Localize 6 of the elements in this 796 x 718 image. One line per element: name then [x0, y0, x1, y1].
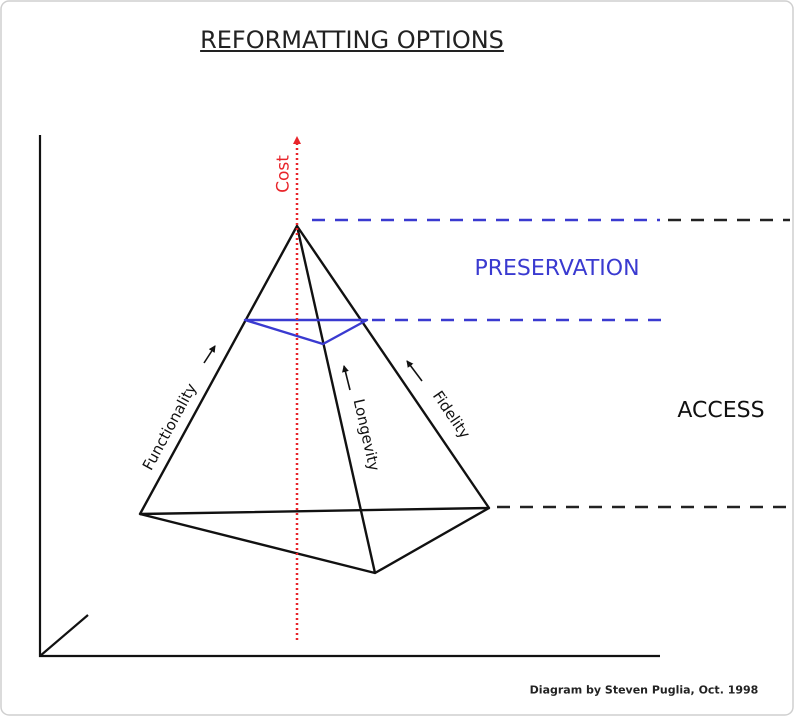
title: REFORMATTING OPTIONS	[200, 28, 504, 52]
credit-note: Diagram by Steven Puglia, Oct. 1998	[530, 684, 758, 696]
face-label: Longevity	[350, 398, 382, 472]
zone-label: ACCESS	[677, 400, 765, 422]
axis-label: Cost	[276, 155, 292, 193]
zone-label: PRESERVATION	[474, 258, 640, 280]
